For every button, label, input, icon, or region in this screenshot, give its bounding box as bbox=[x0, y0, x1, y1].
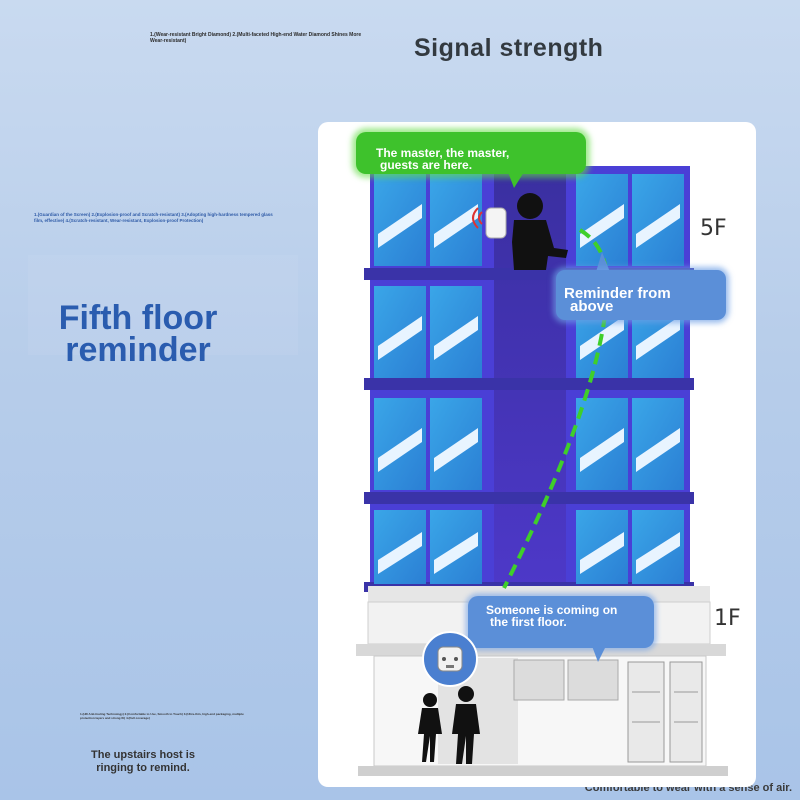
feature-note-left: 1.(Guardian of the Screen) 2.(Explosion-… bbox=[34, 212, 273, 223]
bubble-first-line-1: Someone is coming on bbox=[486, 603, 618, 617]
floor-label-1f: 1F bbox=[714, 606, 741, 631]
building-illustration bbox=[356, 166, 728, 776]
doorbell-receiver-icon bbox=[422, 631, 478, 687]
bubble-above-line-1: Reminder from bbox=[564, 285, 671, 302]
headline-backdrop bbox=[28, 255, 298, 355]
wireless-signal-icon bbox=[437, 646, 463, 672]
speech-bubble-above: Reminder from above bbox=[556, 270, 726, 320]
speech-bubble-master: The master, the master, guests are here. bbox=[356, 132, 586, 174]
visitors-silhouette bbox=[418, 686, 480, 764]
floor-label-5f: 5F bbox=[700, 216, 727, 241]
headline-line-2: reminder bbox=[65, 331, 211, 369]
bubble-master-line-1: The master, the master, bbox=[376, 146, 510, 160]
feature-note-bottom: 1.(HD Anti-fouling Technology) 2.(Comfor… bbox=[80, 712, 244, 720]
bubble-master-line-2: guests are here. bbox=[380, 158, 473, 172]
speech-bubble-first-floor: Someone is coming on the first floor. bbox=[468, 596, 654, 648]
host-silhouette bbox=[472, 193, 568, 270]
host-caption: The upstairs host is ringing to remind. bbox=[78, 749, 208, 775]
headline-line-1: Fifth floor bbox=[58, 299, 218, 337]
feature-note-top: 1.(Wear-resistant Bright Diamond) 2.(Mul… bbox=[150, 32, 362, 44]
host-caption-line-1: The upstairs host is bbox=[91, 749, 195, 761]
fifth-floor-headline: Fifth floor reminder bbox=[28, 299, 248, 369]
signal-strength-title: Signal strength bbox=[414, 34, 604, 62]
bubble-first-tail bbox=[592, 646, 606, 662]
bubble-above-tail bbox=[596, 252, 610, 272]
bubble-above-line-2: above bbox=[570, 298, 614, 315]
bubble-first-line-2: the first floor. bbox=[490, 615, 567, 629]
bubble-master-tail bbox=[508, 172, 524, 188]
host-caption-line-2: ringing to remind. bbox=[96, 762, 190, 774]
